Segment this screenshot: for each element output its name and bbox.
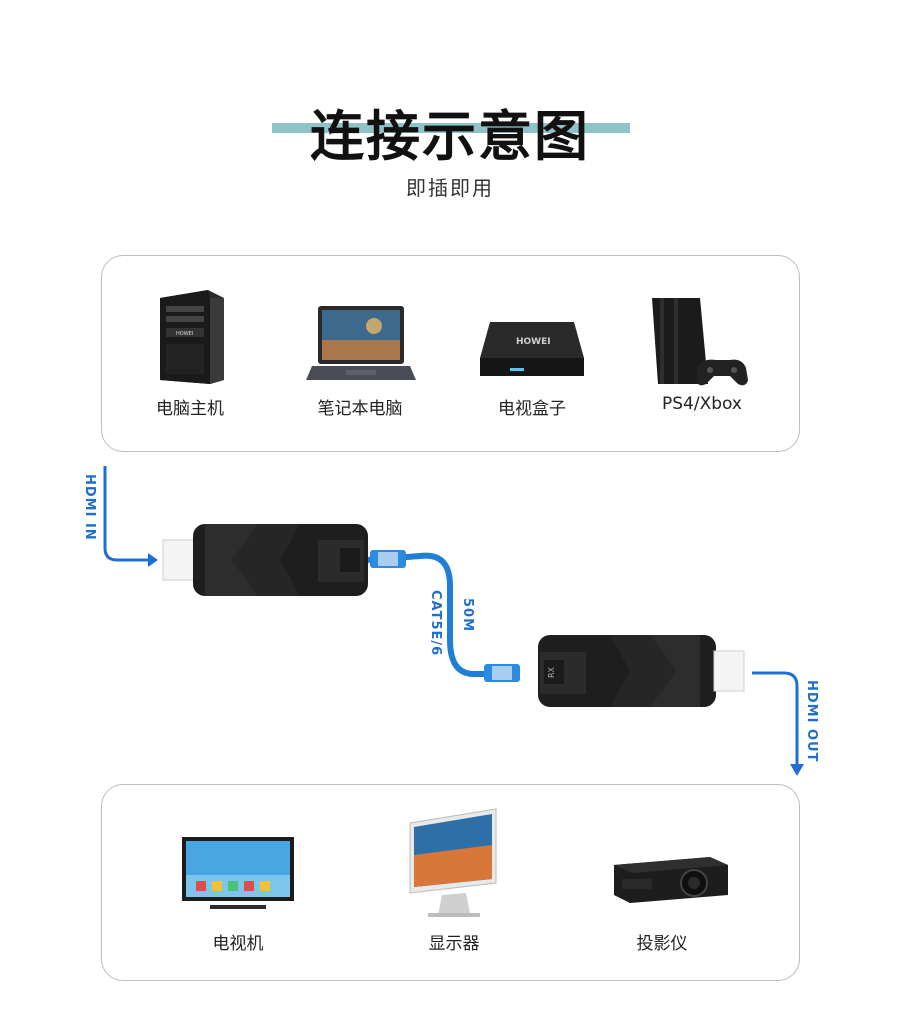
television-icon [182, 837, 294, 909]
receiver-tag: RX [547, 666, 556, 678]
title-underline-bar [272, 123, 630, 133]
network-cable [367, 550, 520, 682]
source-label-console: PS4/Xbox [662, 394, 742, 414]
source-label-laptop: 笔记本电脑 [317, 399, 403, 419]
display-devices-panel: 电视机 显示器 投影仪 [101, 784, 800, 981]
page-title: 连接示意图 [310, 105, 590, 168]
display-label-monitor: 显示器 [428, 934, 480, 954]
hdmi-in-arrowhead [148, 553, 158, 567]
page-subtitle: 即插即用 [406, 176, 494, 200]
source-devices-panel: HOWEI 电脑主机 笔记本电脑 HOWEI 电视盒子 PS4/Xbox [101, 255, 800, 452]
hdmi-out-arrow [752, 671, 799, 766]
cable-length-label: 50M [460, 598, 475, 633]
source-label-tv-box: 电视盒子 [498, 399, 566, 419]
display-label-tv: 电视机 [212, 934, 264, 954]
tv-box-brand-text: HOWEI [516, 337, 551, 347]
desktop-tower-icon: HOWEI [160, 290, 224, 384]
transmitter-unit [162, 524, 368, 596]
monitor-icon [409, 808, 497, 917]
hdmi-in-label: HDMI IN [82, 474, 97, 541]
tower-brand-text: HOWEI [176, 331, 193, 337]
game-console-icon [652, 298, 748, 386]
receiver-unit: RX [538, 635, 745, 707]
tv-box-icon: HOWEI [480, 322, 584, 376]
projector-icon [614, 857, 728, 903]
cable-type-label: CAT5E/6 [428, 590, 443, 657]
display-label-projector: 投影仪 [636, 934, 688, 954]
hdmi-out-label: HDMI OUT [804, 680, 819, 763]
hdmi-in-arrow [103, 466, 150, 562]
laptop-icon [306, 306, 416, 380]
source-label-desktop: 电脑主机 [156, 399, 224, 419]
hdmi-out-arrowhead [790, 764, 804, 776]
